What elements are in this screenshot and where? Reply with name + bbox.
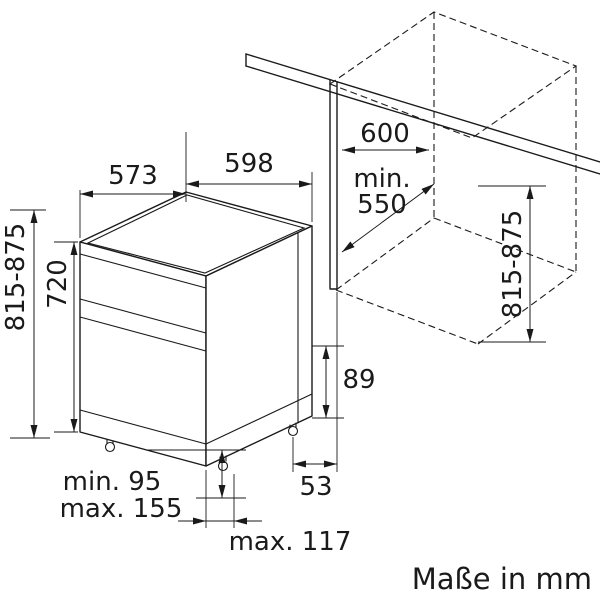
front-right-foot <box>217 460 229 472</box>
dim-550-value-label: 550 <box>357 190 407 220</box>
rear-right-foot <box>287 425 299 437</box>
dim-niche-depth: min. 550 <box>341 164 435 253</box>
dim-base-recess: max. 117 <box>178 470 351 557</box>
dishwasher-front-face <box>79 241 207 467</box>
dim-appliance-depth: 573 <box>79 132 187 238</box>
dim-815-875-right-label: 815-875 <box>498 210 528 319</box>
dim-base-height: min. 95 max. 155 <box>60 449 246 524</box>
dim-min-95-label: min. 95 <box>63 467 162 497</box>
dim-550-min-label: min. <box>353 164 410 194</box>
dim-appliance-height: 815-875 <box>1 209 50 439</box>
dim-body-height: 720 <box>43 241 78 433</box>
dim-niche-width: 600 <box>342 119 429 154</box>
dim-max-117-label: max. 117 <box>229 527 352 557</box>
units-note: Maße in mm <box>412 562 592 596</box>
dim-815-875-left-label: 815-875 <box>1 223 31 332</box>
dim-rear-clearance: 89 <box>312 345 376 419</box>
dim-598-label: 598 <box>224 149 274 179</box>
dim-573-label: 573 <box>108 161 158 191</box>
dim-max-155-label: max. 155 <box>60 494 183 524</box>
worktop <box>245 53 600 175</box>
dishwasher-drawing <box>79 191 313 472</box>
dim-720-label: 720 <box>43 259 73 309</box>
dishwasher-side-details <box>205 232 313 445</box>
dim-600-label: 600 <box>360 119 410 149</box>
niche-front-edge <box>329 79 338 290</box>
dim-appliance-width: 598 <box>186 149 313 222</box>
dim-89-label: 89 <box>342 365 375 395</box>
dim-53-label: 53 <box>299 472 332 502</box>
front-left-foot <box>104 441 116 453</box>
dim-niche-height: 815-875 <box>478 185 546 343</box>
dim-side-offset: 53 <box>292 292 338 502</box>
dishwasher-front-details <box>79 253 207 445</box>
